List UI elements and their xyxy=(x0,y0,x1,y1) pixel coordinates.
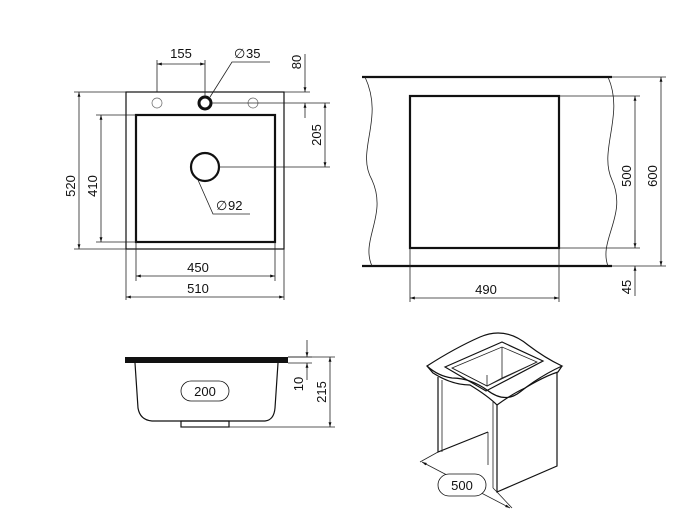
drain-diameter-symbol: ∅ xyxy=(216,198,227,213)
cabinet-depth-label: 600 xyxy=(645,165,660,187)
tap-offset-label: 155 xyxy=(170,46,192,61)
section-view: 200 10 215 xyxy=(125,340,335,428)
top-view: 155 ∅ 35 80 205 ∅ 92 520 410 450 xyxy=(63,46,330,300)
cabinet-width-capsule xyxy=(437,473,487,497)
iso-sink-opening xyxy=(443,341,545,392)
cabinet-view: 500 600 45 490 xyxy=(362,75,666,302)
drain-diameter-label: 92 xyxy=(228,198,242,213)
bowl-outline xyxy=(134,113,277,244)
isometric-view: 500 xyxy=(419,332,564,509)
break-line-right xyxy=(605,76,618,267)
outer-width-label: 510 xyxy=(187,281,209,296)
bowl-height-capsule xyxy=(180,380,230,402)
total-height-label: 215 xyxy=(314,381,329,403)
break-line-left xyxy=(364,76,378,267)
bowl-height-label: 200 xyxy=(194,384,216,399)
tap-hole xyxy=(197,95,213,111)
iso-front-panel xyxy=(496,372,558,493)
bowl-width-label: 450 xyxy=(187,260,209,275)
drain-hole xyxy=(189,151,221,183)
rim-outline xyxy=(125,357,288,363)
cutout-outline xyxy=(408,94,561,250)
cabinet-width-label: 500 xyxy=(451,478,473,493)
bowl-depth-label: 410 xyxy=(85,175,100,197)
cutout-depth-label: 500 xyxy=(619,165,634,187)
back-margin-label: 80 xyxy=(289,55,304,69)
tap-hole-left-option xyxy=(151,97,163,109)
drain-offset-label: 205 xyxy=(309,124,324,146)
drain-outlet xyxy=(180,420,230,428)
tap-diameter-symbol: ∅ xyxy=(234,46,245,61)
iso-worktop xyxy=(426,332,564,399)
rim-thickness-label: 10 xyxy=(291,377,306,391)
front-offset-label: 45 xyxy=(619,280,634,294)
cutout-width-label: 490 xyxy=(475,282,497,297)
outer-depth-label: 520 xyxy=(63,175,78,197)
tap-diameter-label: 35 xyxy=(246,46,260,61)
